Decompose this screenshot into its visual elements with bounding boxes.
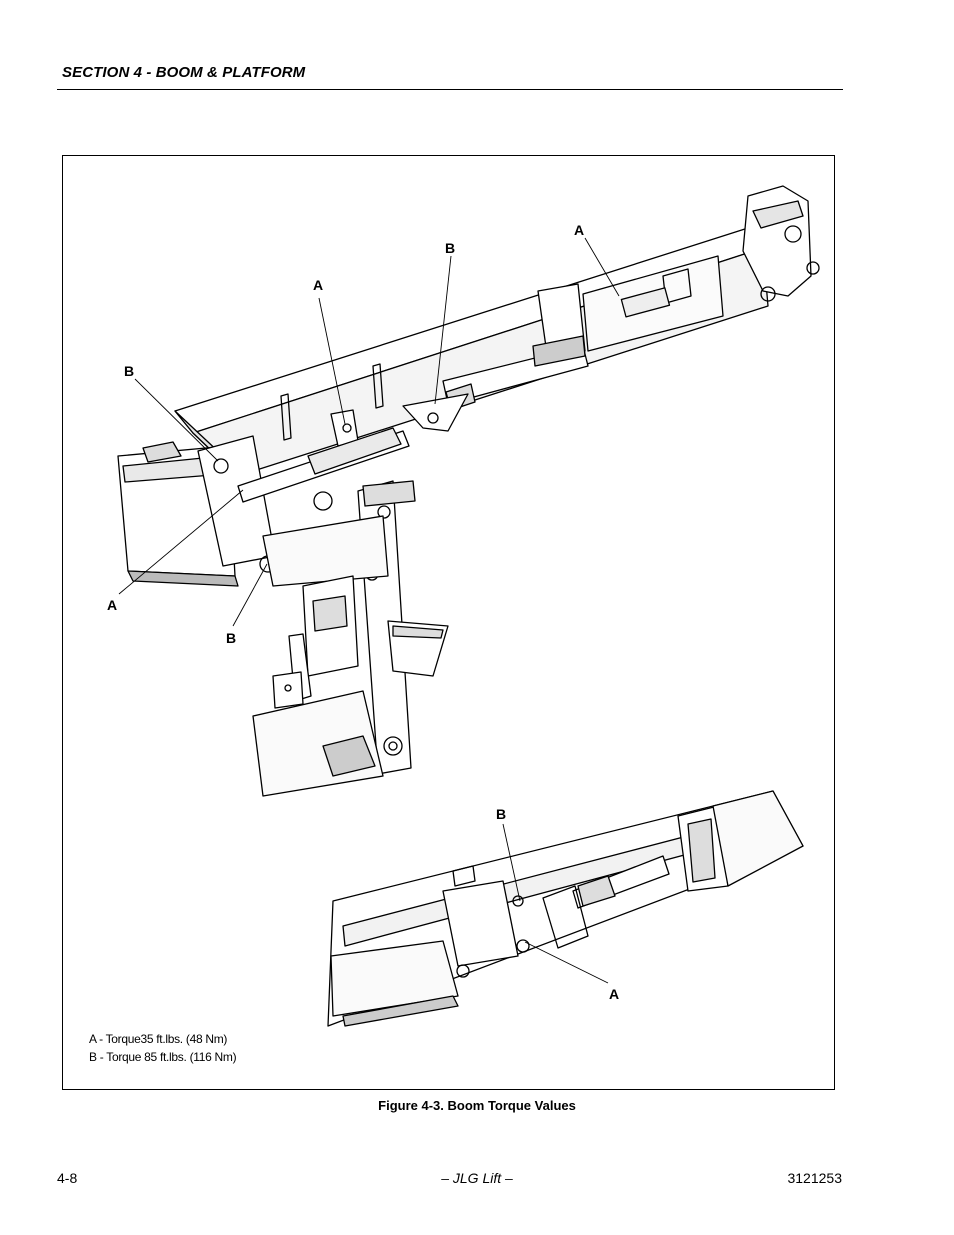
page-number: 4-8 <box>57 1170 78 1186</box>
section-title: SECTION 4 - BOOM & PLATFORM <box>62 64 306 81</box>
legend-item-a: A - Torque35 ft.lbs. (48 Nm) <box>89 1032 228 1046</box>
legend-item-b: B - Torque 85 ft.lbs. (116 Nm) <box>89 1050 237 1064</box>
callout-b-lower: B <box>226 630 237 646</box>
callout-a-top-right: A <box>574 222 585 238</box>
upper-boom-drawing <box>117 185 820 797</box>
upper-leader-lines <box>118 237 620 627</box>
callout-a-bottom: A <box>609 986 620 1002</box>
callout-b-top-center: B <box>445 240 456 256</box>
footer-brand: – JLG Lift – <box>441 1170 513 1186</box>
figure-frame: A B A B A B B A A - Torque35 ft.lbs. (48… <box>62 155 835 1090</box>
callout-a-top-center: A <box>313 277 324 293</box>
callout-b-bottom: B <box>496 806 507 822</box>
lower-leader-lines <box>502 823 609 984</box>
lower-boom-drawing <box>327 790 804 1027</box>
torque-legend: A - Torque35 ft.lbs. (48 Nm) B - Torque … <box>89 1030 237 1066</box>
header-rule <box>57 89 843 90</box>
callout-a-lower-left: A <box>107 597 118 613</box>
boom-illustration <box>117 185 820 1027</box>
figure-caption: Figure 4-3. Boom Torque Values <box>378 1098 576 1113</box>
document-number: 3121253 <box>787 1170 842 1186</box>
callout-b-top-left: B <box>124 363 135 379</box>
